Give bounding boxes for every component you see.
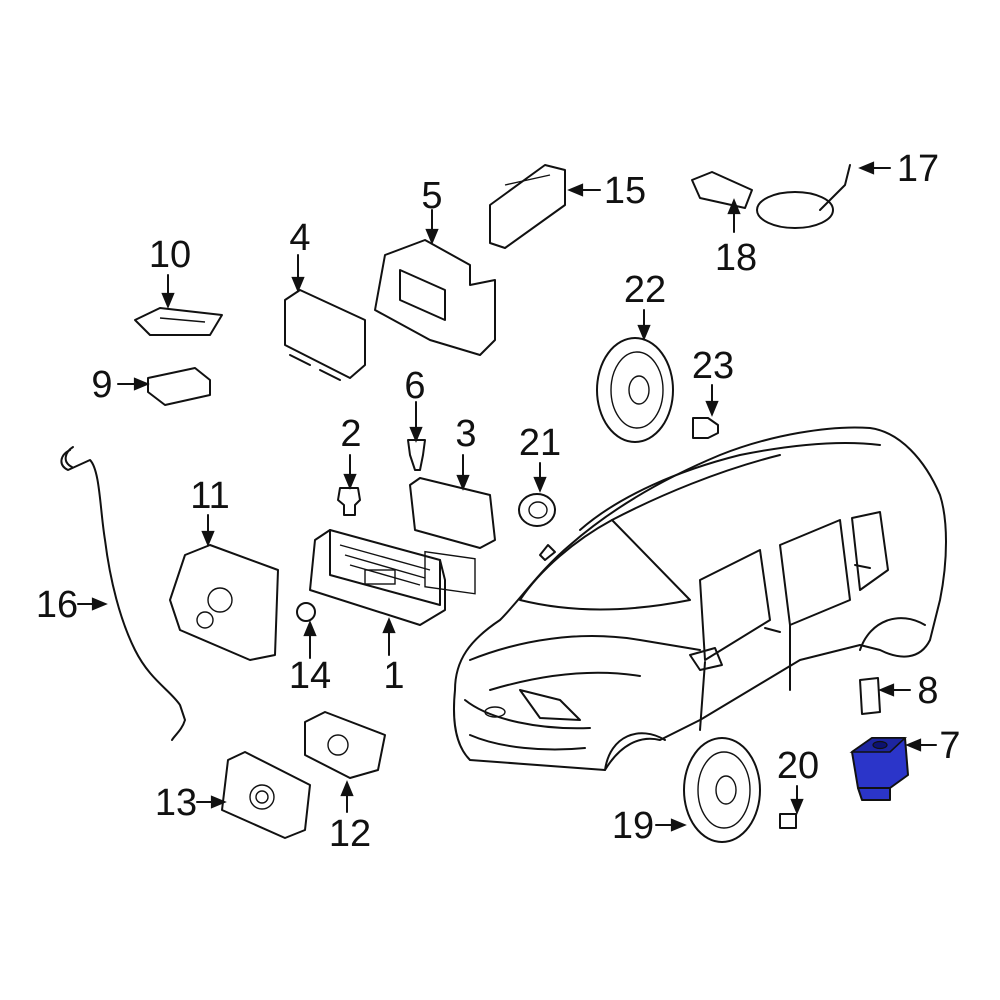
callout-12: 12 xyxy=(329,813,371,855)
part-20-screw xyxy=(779,813,797,829)
part-3-display xyxy=(409,477,496,595)
callout-10: 10 xyxy=(149,234,191,276)
part-18-bracket xyxy=(691,171,753,209)
callout-2: 2 xyxy=(340,413,361,455)
callout-15: 15 xyxy=(604,170,646,212)
vehicle-illustration xyxy=(452,426,947,771)
callout-6: 6 xyxy=(404,365,425,407)
callout-7: 7 xyxy=(939,725,960,767)
callout-8: 8 xyxy=(917,670,938,712)
part-1-receiver xyxy=(309,529,446,626)
callout-18: 18 xyxy=(715,237,757,279)
callout-5: 5 xyxy=(421,175,442,217)
callout-11: 11 xyxy=(190,475,229,517)
part-10-plate xyxy=(134,307,223,336)
part-9-module xyxy=(147,367,211,406)
part-17-antenna xyxy=(756,164,851,229)
callout-3: 3 xyxy=(455,413,476,455)
callout-9: 9 xyxy=(91,364,112,406)
part-7-highlighted xyxy=(849,737,909,801)
part-13-control-head xyxy=(221,751,311,839)
part-2-bolt xyxy=(337,487,361,516)
part-16-cable xyxy=(60,446,186,741)
part-4-module xyxy=(284,289,366,381)
callout-23: 23 xyxy=(692,345,734,387)
callout-4: 4 xyxy=(289,217,310,259)
part-21-tweeter xyxy=(518,493,556,527)
callout-1: 1 xyxy=(383,655,404,697)
part-5-bracket xyxy=(374,239,496,356)
callout-17: 17 xyxy=(897,148,939,190)
callout-labels: 1 2 3 4 5 6 7 8 9 10 11 12 13 14 15 16 1… xyxy=(36,148,961,855)
callout-13: 13 xyxy=(155,782,197,824)
callout-22: 22 xyxy=(624,269,666,311)
part-14-knob xyxy=(296,602,316,622)
part-6-clip xyxy=(407,439,426,471)
part-23-screw xyxy=(692,417,719,439)
part-15-amplifier xyxy=(489,164,566,249)
part-8-card xyxy=(859,677,881,715)
callout-19: 19 xyxy=(612,805,654,847)
callout-21: 21 xyxy=(519,422,561,464)
part-12-bezel xyxy=(304,711,386,779)
callout-16: 16 xyxy=(36,584,78,626)
part-22-speaker xyxy=(596,337,674,443)
part-19-speaker xyxy=(683,737,761,843)
callout-20: 20 xyxy=(777,745,819,787)
part-11-panel xyxy=(169,544,279,661)
leader-lines xyxy=(77,161,937,832)
callout-14: 14 xyxy=(289,655,331,697)
